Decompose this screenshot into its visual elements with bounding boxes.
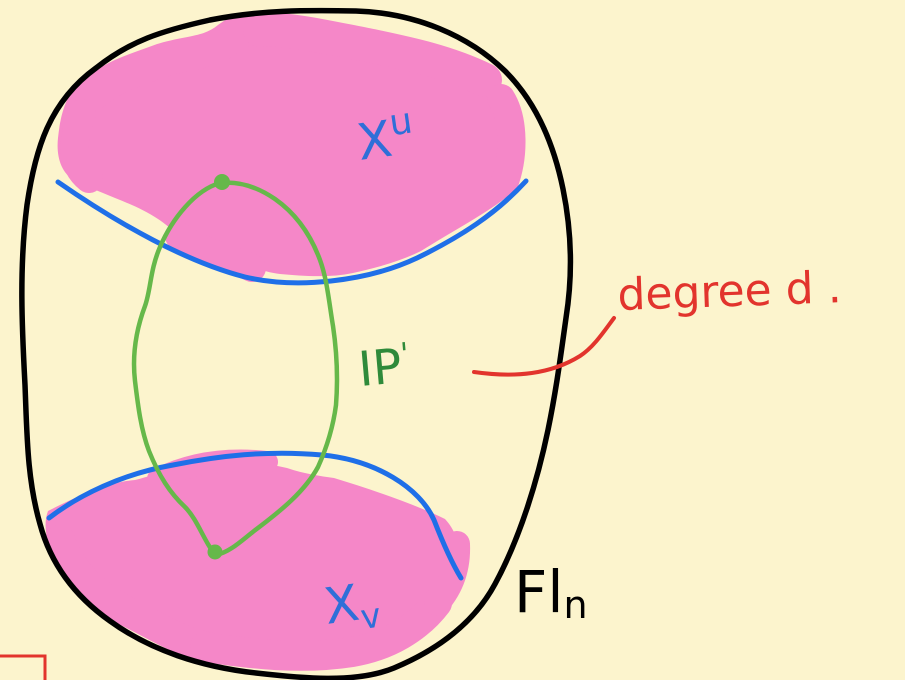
flag-variety-outline bbox=[19, 7, 574, 680]
p1-sup: ' bbox=[399, 337, 410, 373]
p1-curve bbox=[131, 180, 340, 558]
schubert-variety-lower-region bbox=[45, 449, 471, 671]
p1-label: IP' bbox=[356, 337, 412, 398]
upper-boundary-curve bbox=[55, 178, 529, 286]
schubert-variety-upper-region bbox=[57, 11, 526, 282]
flag-variety-sub: n bbox=[563, 583, 587, 627]
x-upper-base: X bbox=[354, 110, 396, 172]
corner-mark bbox=[0, 654, 47, 680]
lower-fixed-point bbox=[207, 544, 223, 560]
lower-boundary-curve bbox=[46, 450, 464, 581]
x-lower-base: X bbox=[321, 574, 363, 636]
x-upper-sup: u bbox=[387, 101, 415, 145]
p1-base: IP bbox=[356, 338, 404, 398]
x-upper-label: Xu bbox=[353, 101, 418, 172]
flag-variety-base: Fl bbox=[514, 558, 563, 626]
upper-fixed-point bbox=[214, 174, 230, 190]
degree-label: degree d . bbox=[617, 262, 843, 321]
degree-pointer-line bbox=[472, 316, 616, 377]
x-lower-label: Xv bbox=[321, 571, 384, 643]
flag-variety-label: Fln bbox=[514, 558, 588, 627]
